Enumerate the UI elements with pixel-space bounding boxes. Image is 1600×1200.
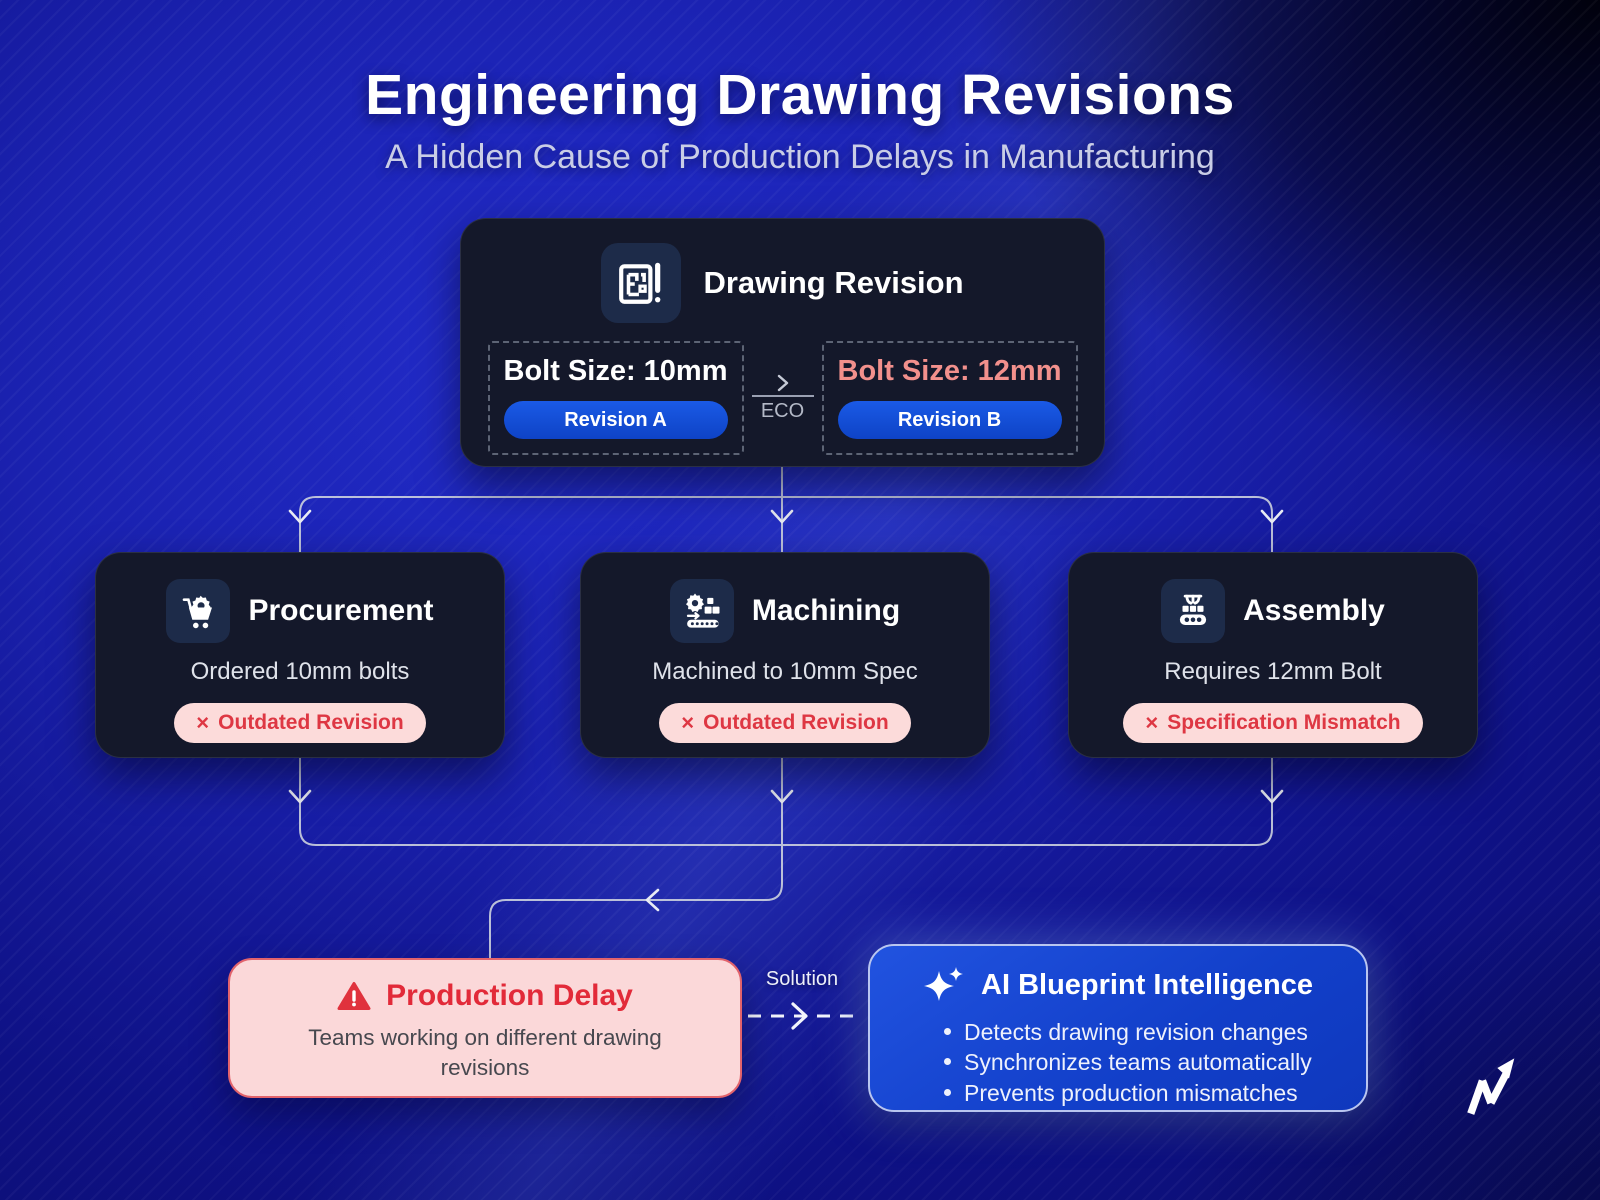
procurement-detail: Ordered 10mm bolts — [190, 658, 410, 685]
cart-gear-icon — [166, 579, 231, 643]
bolt-size-before: Bolt Size: 10mm — [503, 355, 728, 387]
bolt-size-after: Bolt Size: 12mm — [837, 355, 1062, 387]
revision-b-pill: Revision B — [837, 401, 1062, 439]
assembly-status-label: Specification Mismatch — [1167, 711, 1401, 734]
ai-card-title: AI Blueprint Intelligence — [981, 968, 1313, 1001]
production-delay-description: Teams working on different drawing revis… — [308, 1025, 662, 1080]
ai-feature-item: Synchronizes teams automatically — [944, 1047, 1366, 1077]
procurement-card: Procurement Ordered 10mm bolts × Outdate… — [95, 552, 505, 758]
revision-a-pill: Revision A — [503, 401, 728, 439]
drawing-revision-card: Drawing Revision Bolt Size: 10mm Revisio… — [460, 218, 1105, 467]
ai-feature-text: Synchronizes teams automatically — [964, 1049, 1312, 1076]
page-subtitle: A Hidden Cause of Production Delays in M… — [385, 138, 1215, 176]
procurement-status-badge: × Outdated Revision — [174, 703, 426, 743]
procurement-title: Procurement — [248, 594, 434, 627]
x-icon: × — [196, 710, 210, 735]
machining-detail: Machined to 10mm Spec — [652, 658, 918, 685]
ai-feature-text: Detects drawing revision changes — [964, 1019, 1308, 1045]
sparkles-icon — [924, 967, 964, 1001]
ai-feature-item: Prevents production mismatches — [944, 1078, 1366, 1108]
assembly-card: Assembly Requires 12mm Bolt × Specificat… — [1068, 552, 1478, 758]
procurement-status-label: Outdated Revision — [218, 711, 404, 734]
revision-b-box: Bolt Size: 12mm Revision B — [821, 341, 1078, 455]
eco-change-arrow: ECO — [744, 341, 822, 455]
machining-status-badge: × Outdated Revision — [659, 703, 911, 743]
assembly-detail: Requires 12mm Bolt — [1164, 658, 1382, 685]
solution-arrow — [748, 1002, 862, 1030]
page-title: Engineering Drawing Revisions — [365, 63, 1235, 127]
machining-card: Machining Machined to 10mm Spec × Outdat… — [580, 552, 990, 758]
eco-label: ECO — [760, 399, 805, 422]
ai-feature-item: Detects drawing revision changes — [944, 1017, 1366, 1047]
ai-feature-text: Prevents production mismatches — [964, 1079, 1298, 1106]
revision-a-box: Bolt Size: 10mm Revision A — [487, 341, 744, 455]
x-icon: × — [681, 710, 695, 735]
drawing-revision-title: Drawing Revision — [703, 265, 964, 300]
assembly-status-badge: × Specification Mismatch — [1123, 703, 1423, 743]
bullet-dot — [944, 1088, 951, 1096]
machining-conveyor-icon — [669, 579, 734, 643]
ai-feature-list: Detects drawing revision changes Synchro… — [870, 1017, 1366, 1108]
production-delay-card: Production Delay Teams working on differ… — [228, 958, 742, 1098]
assembly-title: Assembly — [1243, 594, 1385, 627]
machining-title: Machining — [751, 594, 901, 627]
production-delay-title: Production Delay — [386, 979, 633, 1012]
solution-label: Solution — [765, 968, 839, 990]
ai-blueprint-intelligence-card: AI Blueprint Intelligence Detects drawin… — [868, 944, 1368, 1112]
bullet-dot — [944, 1058, 951, 1066]
warning-triangle-icon — [337, 982, 371, 1010]
chevron-right-icon — [777, 374, 788, 391]
robotic-gripper-icon — [1161, 579, 1226, 643]
x-icon: × — [1145, 710, 1159, 735]
brand-logo-icon — [1458, 1052, 1526, 1125]
blueprint-icon — [601, 243, 682, 323]
eco-line — [751, 394, 814, 397]
bullet-dot — [944, 1028, 951, 1035]
drawing-revision-header: Drawing Revision — [461, 243, 1104, 323]
machining-status-label: Outdated Revision — [703, 711, 889, 734]
revision-comparison-row: Bolt Size: 10mm Revision A ECO Bolt Size… — [461, 341, 1104, 455]
